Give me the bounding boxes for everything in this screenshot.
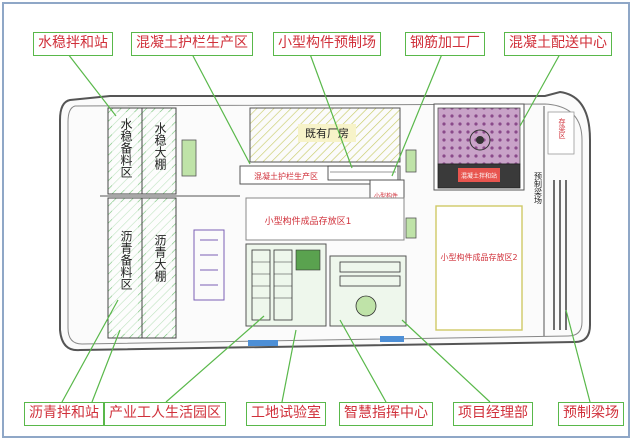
beam-zone-area (547, 111, 575, 155)
beam-zone-text: 存梁区 (558, 117, 566, 139)
asphalt-stock-text: 沥青备料区 (119, 230, 133, 290)
existing-plant-text: 既有厂房 (305, 126, 349, 140)
label-command-center: 智慧指挥中心 (339, 402, 433, 426)
storage-2-text: 小型构件成品存放区2 (440, 252, 517, 262)
water-shed-text: 水稳大棚 (153, 122, 167, 171)
water-stock-text: 水稳备料区 (119, 118, 133, 178)
figure-frame (2, 2, 630, 438)
guardrail-zone-area (239, 165, 401, 185)
label-guardrail-zone: 混凝土护栏生产区 (131, 32, 253, 56)
label-water-mix-station: 水稳拌和站 (33, 32, 113, 56)
asphalt-shed-text: 沥青大棚 (153, 234, 167, 283)
beam-yard-inner-text: 预制梁场 (534, 171, 543, 205)
label-concrete-center: 混凝土配送中心 (504, 32, 612, 56)
concrete-inner-text: 混凝土拌和站 (461, 172, 497, 180)
label-rebar-factory: 钢筋加工厂 (405, 32, 485, 56)
leader-lines (61, 53, 591, 403)
label-worker-living: 产业工人生活园区 (104, 402, 226, 426)
small-parts-inner-line: 小型构件 (374, 192, 398, 200)
label-beam-yard: 预制梁场 (558, 402, 624, 426)
guardrail-inner-text: 混凝土护栏生产区 (254, 171, 318, 181)
label-asphalt-mix-station: 沥青拌和站 (24, 402, 104, 426)
label-small-parts-yard: 小型构件预制场 (273, 32, 381, 56)
label-manager-dept: 项目经理部 (453, 402, 533, 426)
label-site-lab: 工地试验室 (246, 402, 326, 426)
storage-1-text: 小型构件成品存放区1 (265, 215, 352, 227)
storage-2-area (435, 205, 523, 331)
storage-1-area (245, 197, 405, 241)
